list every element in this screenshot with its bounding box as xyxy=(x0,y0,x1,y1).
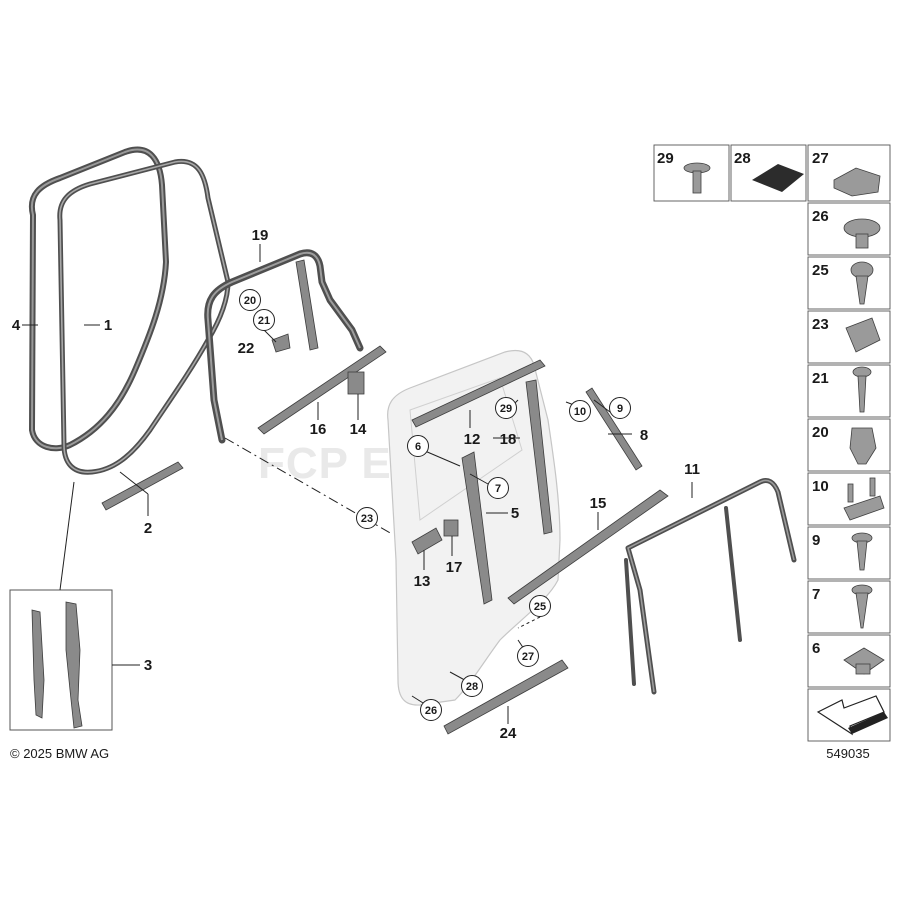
label-18: 18 xyxy=(500,431,517,448)
circle-label-28: 28 xyxy=(461,675,483,697)
table-cell-6: 6 xyxy=(807,634,891,688)
svg-text:26: 26 xyxy=(425,705,437,717)
svg-text:20: 20 xyxy=(244,295,256,307)
part-22-clip xyxy=(271,333,291,353)
svg-text:10: 10 xyxy=(574,406,586,418)
part-5-pillar xyxy=(461,451,493,605)
svg-text:6: 6 xyxy=(812,640,820,657)
part-2-strip xyxy=(101,461,184,511)
part-3-piece-a xyxy=(31,609,45,719)
part-14-bracket xyxy=(347,371,365,395)
label-13: 13 xyxy=(414,573,431,590)
label-24: 24 xyxy=(500,725,517,742)
svg-text:23: 23 xyxy=(361,513,373,525)
svg-text:28: 28 xyxy=(466,681,478,693)
label-4: 4 xyxy=(12,317,21,334)
part-15-strip xyxy=(507,489,669,605)
circle-label-20: 20 xyxy=(239,289,261,311)
label-17: 17 xyxy=(446,559,463,576)
door-seal-1 xyxy=(57,158,231,475)
svg-text:9: 9 xyxy=(617,403,623,415)
svg-text:27: 27 xyxy=(812,150,829,167)
label-8: 8 xyxy=(640,427,648,444)
part-17-clip xyxy=(443,519,459,537)
table-cell-29: 29 xyxy=(653,144,730,202)
table-cell-10: 10 xyxy=(807,472,891,526)
part-18-pillar xyxy=(525,379,553,535)
label-2: 2 xyxy=(144,520,152,537)
label-12: 12 xyxy=(464,431,481,448)
svg-text:21: 21 xyxy=(258,315,270,327)
circle-label-10: 10 xyxy=(569,400,591,422)
label-5: 5 xyxy=(511,505,519,522)
label-16: 16 xyxy=(310,421,327,438)
svg-text:28: 28 xyxy=(734,150,751,167)
circle-label-7: 7 xyxy=(487,477,509,499)
part-8-strip xyxy=(585,387,643,471)
circle-label-25: 25 xyxy=(529,595,551,617)
label-15: 15 xyxy=(590,495,607,512)
table-cell-21: 21 xyxy=(807,364,891,418)
circle-label-21: 21 xyxy=(253,309,275,331)
table-cell-27: 27 xyxy=(807,144,891,202)
parts-table: 29 28 27 26 25 23 xyxy=(653,144,891,742)
part-19-frame-trim xyxy=(204,249,364,444)
table-cell-orientation xyxy=(807,688,891,742)
plain-labels: 4 1 2 3 19 22 16 14 12 18 5 13 17 8 15 1… xyxy=(12,227,700,742)
label-22: 22 xyxy=(238,340,255,357)
circle-label-9: 9 xyxy=(609,397,631,419)
part-12-strip xyxy=(411,359,546,428)
svg-text:7: 7 xyxy=(495,483,501,495)
circle-label-26: 26 xyxy=(420,699,442,721)
table-cell-20: 20 xyxy=(807,418,891,472)
svg-text:20: 20 xyxy=(812,424,829,441)
svg-text:6: 6 xyxy=(415,441,421,453)
label-11: 11 xyxy=(684,461,700,478)
table-cell-9: 9 xyxy=(807,526,891,580)
svg-text:10: 10 xyxy=(812,478,829,495)
svg-text:7: 7 xyxy=(812,586,820,603)
circle-label-29: 29 xyxy=(495,397,517,419)
table-cell-25: 25 xyxy=(807,256,891,310)
diagram-number: 549035 xyxy=(826,746,869,761)
table-cell-7: 7 xyxy=(807,580,891,634)
label-1: 1 xyxy=(104,317,112,334)
svg-text:29: 29 xyxy=(657,150,674,167)
part-16-strip xyxy=(257,345,387,435)
circle-label-23: 23 xyxy=(356,507,378,529)
part-11-window-frame xyxy=(624,477,797,695)
svg-text:29: 29 xyxy=(500,403,512,415)
part-13-handle xyxy=(411,527,443,555)
svg-text:27: 27 xyxy=(522,651,534,663)
door-seal-4 xyxy=(28,146,169,452)
label-19: 19 xyxy=(252,227,269,244)
label-3: 3 xyxy=(144,657,152,674)
svg-text:23: 23 xyxy=(812,316,829,333)
svg-text:9: 9 xyxy=(812,532,820,549)
part-3-inset-box xyxy=(9,589,113,731)
part-3-piece-b xyxy=(65,601,83,729)
table-cell-26: 26 xyxy=(807,202,891,256)
circle-label-6: 6 xyxy=(407,435,429,457)
label-14: 14 xyxy=(350,421,367,438)
circled-labels: 20 21 23 6 7 29 10 9 25 27 28 26 xyxy=(239,289,631,721)
svg-text:26: 26 xyxy=(812,208,829,225)
svg-text:25: 25 xyxy=(812,262,829,279)
svg-text:25: 25 xyxy=(534,601,546,613)
table-cell-23: 23 xyxy=(807,310,891,364)
table-cell-28: 28 xyxy=(730,144,807,202)
part-24-strip xyxy=(443,659,569,735)
circle-label-27: 27 xyxy=(517,645,539,667)
copyright-text: © 2025 BMW AG xyxy=(10,746,109,761)
svg-text:21: 21 xyxy=(812,370,829,387)
